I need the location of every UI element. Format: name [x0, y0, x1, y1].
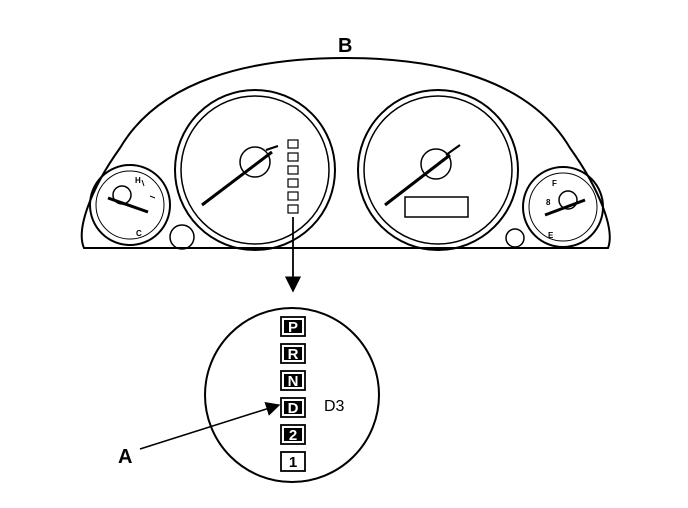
gear-box-d: [280, 397, 306, 418]
gear-letter-p: P: [288, 319, 298, 336]
gear-box-2: [280, 424, 306, 445]
temp-hot-mark: H: [135, 176, 141, 185]
gear-letter-n: N: [288, 373, 299, 390]
magnified-selector-view: [204, 307, 380, 483]
gear-box-fill-r: [284, 347, 302, 360]
fuel-empty-mark: E: [548, 231, 554, 240]
right-trip-knob: [505, 228, 525, 248]
gear-box-fill-d: [284, 401, 302, 414]
gear-letter-r: R: [288, 346, 299, 363]
fuel-full-mark: F: [552, 179, 557, 188]
speedometer: [174, 89, 336, 251]
cluster-housing: [80, 56, 611, 249]
gear-box-r: [280, 343, 306, 364]
callout-b: B: [338, 35, 352, 57]
d3-label: D3: [324, 398, 345, 415]
fuel-gauge: 8 F E: [522, 166, 604, 248]
tachometer: [357, 89, 519, 251]
gear-box-fill-n: [284, 374, 302, 387]
gear-box-p: [280, 316, 306, 337]
callout-a-pointer: [139, 402, 281, 450]
gear-letter-d: D: [288, 400, 299, 417]
gear-letter-2: 2: [289, 427, 297, 444]
gear-box-1: [280, 451, 306, 472]
gear-box-n: [280, 370, 306, 391]
callout-a: A: [118, 446, 132, 468]
left-trip-knob: [169, 224, 195, 250]
temperature-gauge: H C: [89, 164, 171, 246]
gear-letter-1: 1: [289, 454, 297, 471]
odometer-display: [404, 196, 469, 218]
gear-box-fill-2: [284, 428, 302, 441]
fuel-aux-mark: 8: [546, 198, 551, 207]
temp-cold-mark: C: [136, 229, 142, 238]
gear-box-fill-p: [284, 320, 302, 333]
cluster-gear-indicator: [287, 139, 299, 214]
